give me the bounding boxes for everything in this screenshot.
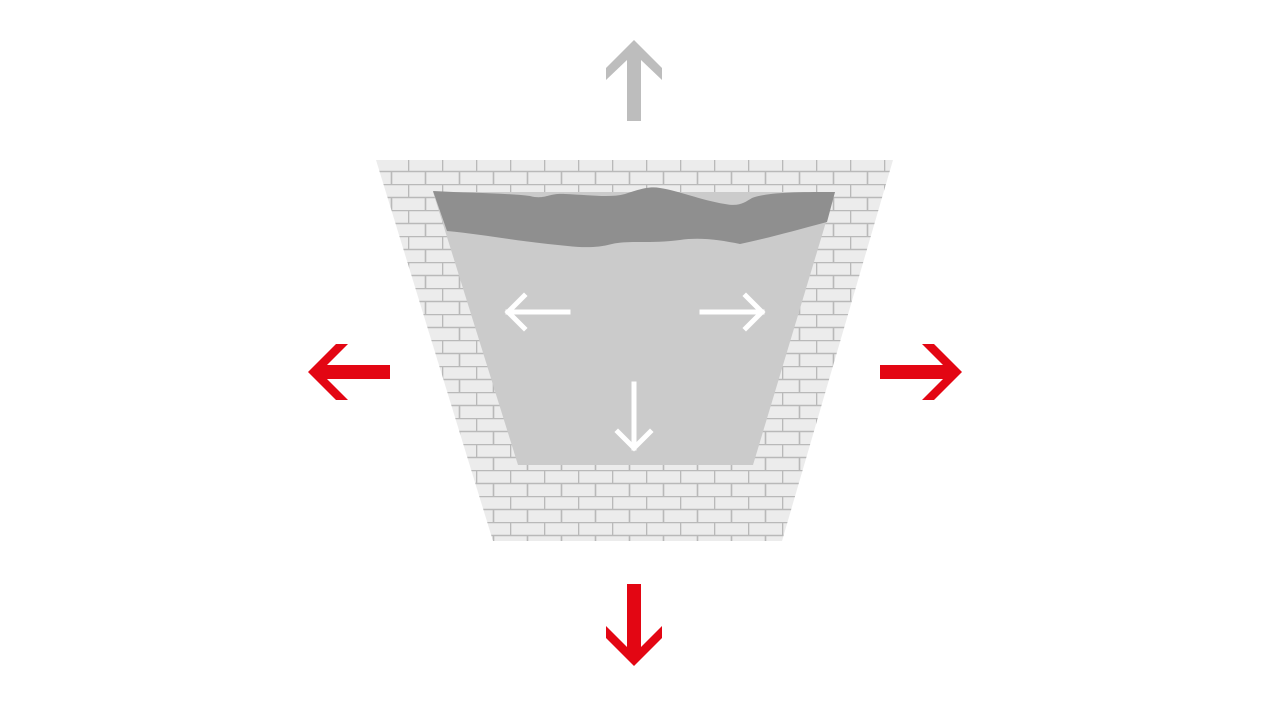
arrow-left-icon [308, 344, 390, 400]
arrow-up-icon [606, 40, 662, 121]
surface-layer [433, 187, 835, 248]
arrow-left-icon [504, 292, 571, 332]
arrow-down-icon [614, 381, 654, 452]
arrow-down-icon [606, 584, 662, 666]
basin-content [433, 192, 835, 465]
arrow-right-icon [880, 344, 962, 400]
arrow-right-icon [699, 292, 766, 332]
